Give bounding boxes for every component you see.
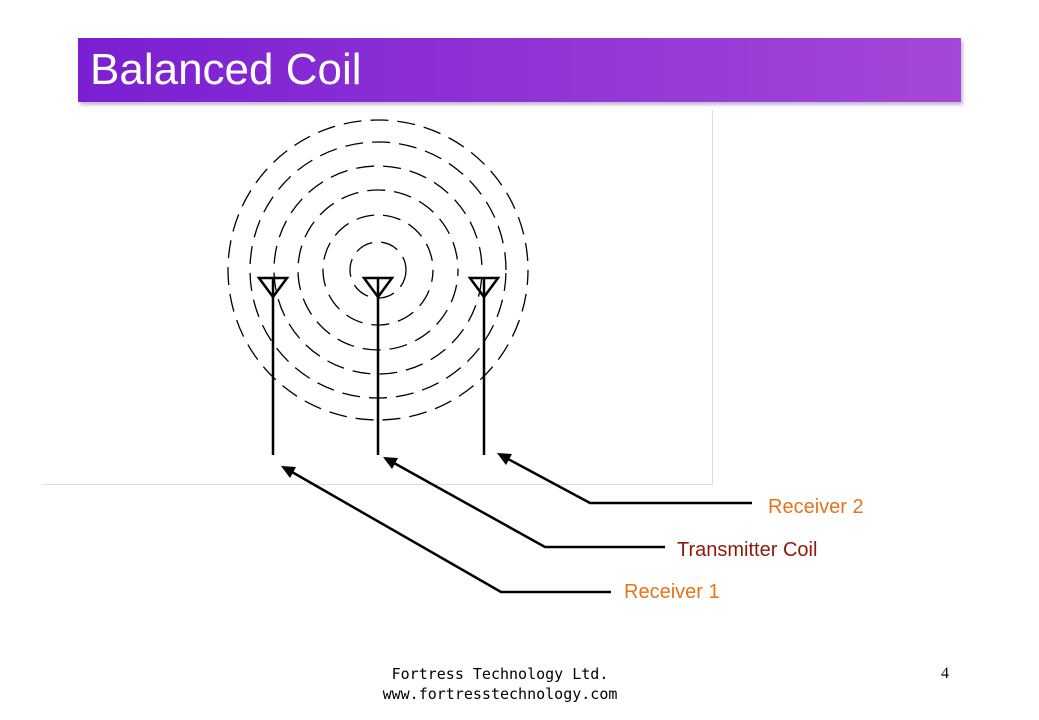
footer-company: Fortress Technology Ltd. www.fortresstec… xyxy=(300,664,700,704)
footer-company-name: Fortress Technology Ltd. xyxy=(391,665,609,683)
field-ring xyxy=(227,119,529,421)
footer-website: www.fortresstechnology.com xyxy=(382,685,618,703)
receiver-2-coil xyxy=(467,276,501,455)
receiver-1-arrowhead xyxy=(281,466,296,478)
receiver-2-label: Receiver 2 xyxy=(768,496,864,518)
receiver-2-arrowhead xyxy=(497,453,512,465)
receiver-1-leader xyxy=(281,466,611,594)
transmitter-arrowhead xyxy=(383,457,398,469)
slide-title: Balanced Coil xyxy=(90,45,362,94)
page-number: 4 xyxy=(941,665,949,682)
transmitter-leader xyxy=(383,457,665,549)
figure-panel xyxy=(42,110,713,485)
transmitter-coil xyxy=(361,276,395,455)
transmitter-coil-label: Transmitter Coil xyxy=(677,539,818,561)
title-bar: Balanced Coil xyxy=(78,38,961,102)
receiver-1-coil xyxy=(256,276,290,455)
receiver-2-leader xyxy=(497,453,752,505)
receiver-1-label: Receiver 1 xyxy=(624,581,720,603)
